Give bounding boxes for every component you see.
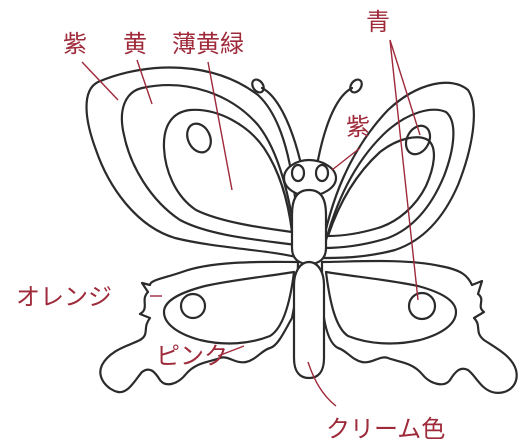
right-eye	[314, 163, 330, 183]
label-purple-head: 紫	[346, 114, 370, 141]
right-forewing	[318, 81, 475, 260]
butterfly-abdomen	[292, 260, 326, 380]
left-antenna	[260, 86, 302, 162]
leader-blue-hindwing	[389, 39, 419, 301]
left-hindwing-eyespot	[179, 292, 207, 320]
label-light-yellow-green: 薄黄緑	[172, 31, 244, 58]
leader-cream	[307, 361, 337, 407]
leader-purple-head	[331, 147, 361, 171]
left-forewing-eyespot	[186, 122, 212, 154]
leader-purple-wing	[81, 61, 119, 101]
butterfly-body	[251, 78, 363, 380]
right-hindwing-eyespot	[407, 291, 437, 321]
leader-yellow	[136, 59, 153, 105]
label-purple-wing: 紫	[63, 31, 87, 58]
label-pink: ピンク	[156, 343, 228, 370]
label-blue: 青	[366, 9, 390, 36]
butterfly-thorax	[290, 188, 328, 266]
left-hindwing	[99, 260, 300, 394]
left-eye	[290, 163, 306, 183]
leader-light-yellow-green	[207, 61, 233, 191]
leader-pink	[217, 345, 245, 357]
right-hindwing	[320, 259, 518, 394]
leader-blue-forewing	[389, 39, 421, 136]
label-orange: オレンジ	[16, 284, 112, 311]
right-antenna	[316, 86, 354, 162]
label-yellow: 黄	[123, 31, 147, 58]
label-cream: クリーム色	[326, 416, 445, 443]
right-forewing-eyespot	[404, 124, 432, 156]
left-forewing	[85, 66, 302, 260]
